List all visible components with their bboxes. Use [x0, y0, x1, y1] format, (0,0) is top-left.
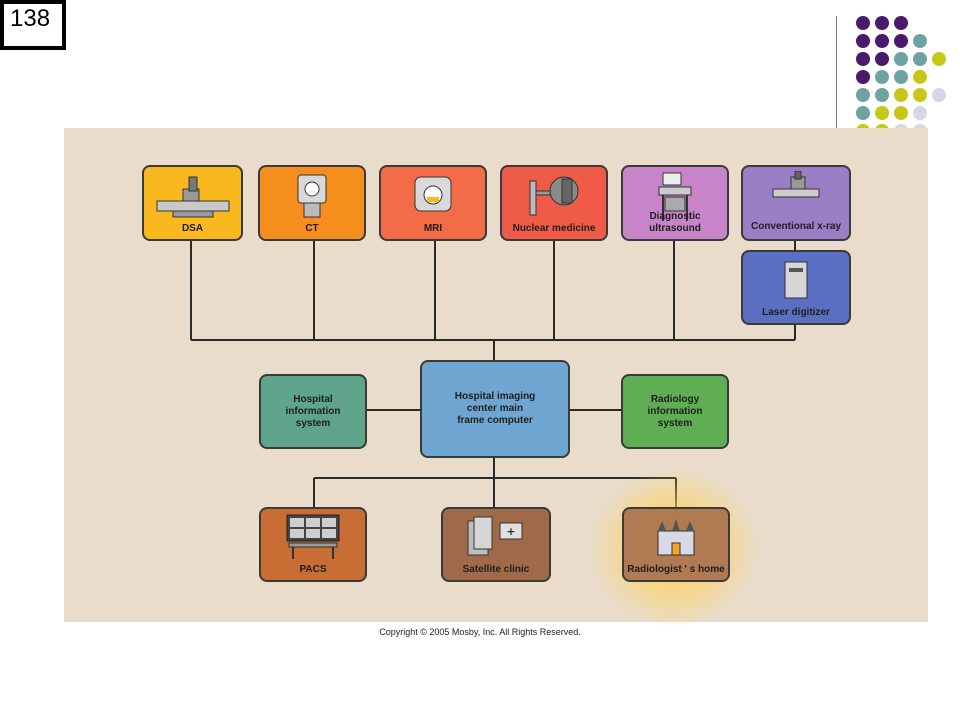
decorative-dot — [913, 124, 927, 128]
output-label-pacs: PACS — [299, 564, 327, 575]
decorative-dot — [875, 16, 889, 30]
decorative-dot — [913, 88, 927, 102]
output-radiologists-home: Radiologist ' s home — [622, 507, 730, 582]
decorative-dot — [875, 124, 889, 128]
decorative-dot — [856, 52, 870, 66]
ris-label: Radiology information system — [647, 393, 703, 429]
decorative-dot — [875, 106, 889, 120]
decorative-dot — [913, 52, 927, 66]
digitizer-icon — [784, 261, 808, 299]
decorative-dot — [894, 16, 908, 30]
modality-dsa: DSA — [142, 165, 243, 241]
his-label: Hospital information system — [285, 393, 341, 429]
modality-label-ct: CT — [305, 223, 319, 234]
clinic-computer-icon: + — [467, 516, 523, 556]
decorative-dot — [913, 34, 927, 48]
modality-ct: CT — [258, 165, 366, 241]
output-label-radiologists-home: Radiologist ' s home — [627, 564, 725, 575]
pacs-workstation-icon — [286, 514, 340, 559]
decorative-dot — [875, 52, 889, 66]
ct-scanner-icon — [297, 174, 327, 218]
hospital-imaging-center: Hospital imaging center main frame compu… — [420, 360, 570, 458]
connection-lines — [190, 240, 796, 508]
hospital-information-system: Hospital information system — [259, 374, 367, 449]
decorative-divider — [836, 16, 837, 128]
decorative-dot-grid — [856, 16, 952, 128]
modality-mri: MRI — [379, 165, 487, 241]
slide-number: 138 — [4, 4, 62, 46]
modality-label-mri: MRI — [423, 223, 443, 234]
decorative-dot — [856, 16, 870, 30]
output-satellite-clinic: + Satellite clinic — [441, 507, 551, 582]
modality-label-conventional-xray: Conventional x-ray — [750, 221, 842, 232]
decorative-dot — [894, 88, 908, 102]
decorative-dot — [856, 106, 870, 120]
decorative-dot — [856, 88, 870, 102]
decorative-dot — [932, 88, 946, 102]
output-pacs: PACS — [259, 507, 367, 582]
decorative-dot — [932, 52, 946, 66]
modality-conventional-xray: Conventional x-ray — [741, 165, 851, 241]
output-label-satellite-clinic: Satellite clinic — [462, 564, 530, 575]
decorative-dot — [913, 70, 927, 84]
decorative-dot — [856, 124, 870, 128]
decorative-dot — [875, 34, 889, 48]
decorative-dot — [894, 52, 908, 66]
castle-icon — [657, 519, 695, 556]
radiology-information-system: Radiology information system — [621, 374, 729, 449]
digitizer-label: Laser digitizer — [762, 307, 830, 318]
laser-digitizer: Laser digitizer — [741, 250, 851, 325]
network-diagram: DSA CT MRI Nuclear medicine — [64, 128, 928, 628]
svg-text:+: + — [506, 525, 515, 538]
decorative-dot — [856, 70, 870, 84]
modality-label-diagnostic-ultrasound: Diagnostic ultrasound — [649, 211, 701, 234]
modality-diagnostic-ultrasound: Diagnostic ultrasound — [621, 165, 729, 241]
decorative-dot — [894, 34, 908, 48]
decorative-dot — [875, 70, 889, 84]
gamma-camera-icon — [529, 176, 579, 216]
ultrasound-cart-icon — [658, 172, 692, 221]
decorative-dot — [894, 70, 908, 84]
decorative-dot — [875, 88, 889, 102]
angiography-table-icon — [156, 176, 229, 218]
slide-number-box: 138 — [0, 0, 66, 50]
decorative-dot — [856, 34, 870, 48]
decorative-dot — [913, 106, 927, 120]
decorative-dot — [894, 124, 908, 128]
modality-label-dsa: DSA — [181, 223, 204, 234]
modality-label-nuclear-medicine: Nuclear medicine — [512, 223, 596, 234]
hub-label: Hospital imaging center main frame compu… — [454, 391, 536, 426]
decorative-dot — [894, 106, 908, 120]
mri-scanner-icon — [414, 176, 452, 212]
xray-table-icon — [772, 171, 820, 198]
modality-nuclear-medicine: Nuclear medicine — [500, 165, 608, 241]
copyright-notice: Copyright © 2005 Mosby, Inc. All Rights … — [379, 627, 581, 637]
